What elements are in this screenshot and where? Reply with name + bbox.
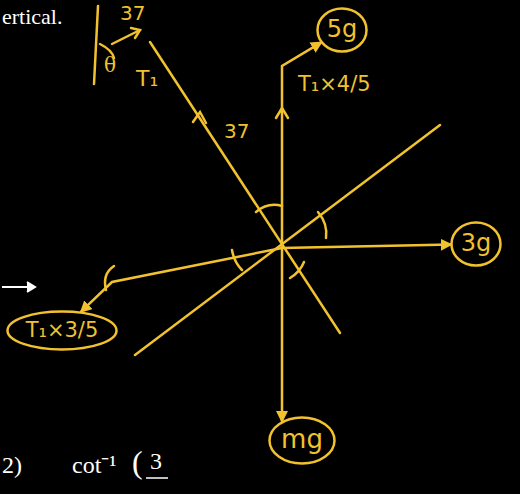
angle-symbol: θ — [104, 54, 116, 77]
tension-label: T₁ — [136, 66, 158, 91]
fraction-bar — [146, 477, 168, 479]
force-value: 3g — [461, 230, 492, 258]
circle-outline — [270, 417, 335, 463]
math-text: 3 — [150, 448, 162, 476]
force-circle: 3g — [450, 221, 502, 267]
axis-line — [135, 125, 440, 355]
arrow-head — [193, 112, 206, 123]
circle-outline — [8, 311, 117, 349]
wall-line — [94, 6, 98, 84]
angle-value: 37 — [224, 120, 249, 143]
force-component: T₁×4/5 — [298, 72, 371, 96]
force-circle: 5g — [316, 7, 368, 53]
force-value: 5g — [327, 16, 358, 44]
math-text: ( — [132, 444, 143, 481]
circle-outline — [318, 9, 367, 52]
force-circle: T₁×3/5 — [6, 310, 118, 351]
angle-arc — [290, 262, 304, 278]
force-value: mg — [281, 425, 323, 455]
arrow-head — [131, 28, 140, 38]
force-value: T₁×3/5 — [26, 318, 99, 342]
printed-text: ertical. — [2, 4, 62, 29]
angle-arc — [256, 205, 282, 212]
angle-arc — [232, 250, 242, 270]
angle-arc — [318, 212, 326, 238]
force-line — [81, 245, 452, 313]
angle-value: 37 — [120, 2, 145, 25]
force-line — [282, 42, 322, 422]
arrow-head — [27, 282, 35, 292]
math-text: cot⁻¹ — [72, 452, 117, 480]
option-number: 2) — [2, 452, 22, 480]
circle-outline — [452, 223, 501, 266]
force-circle: mg — [268, 416, 336, 465]
